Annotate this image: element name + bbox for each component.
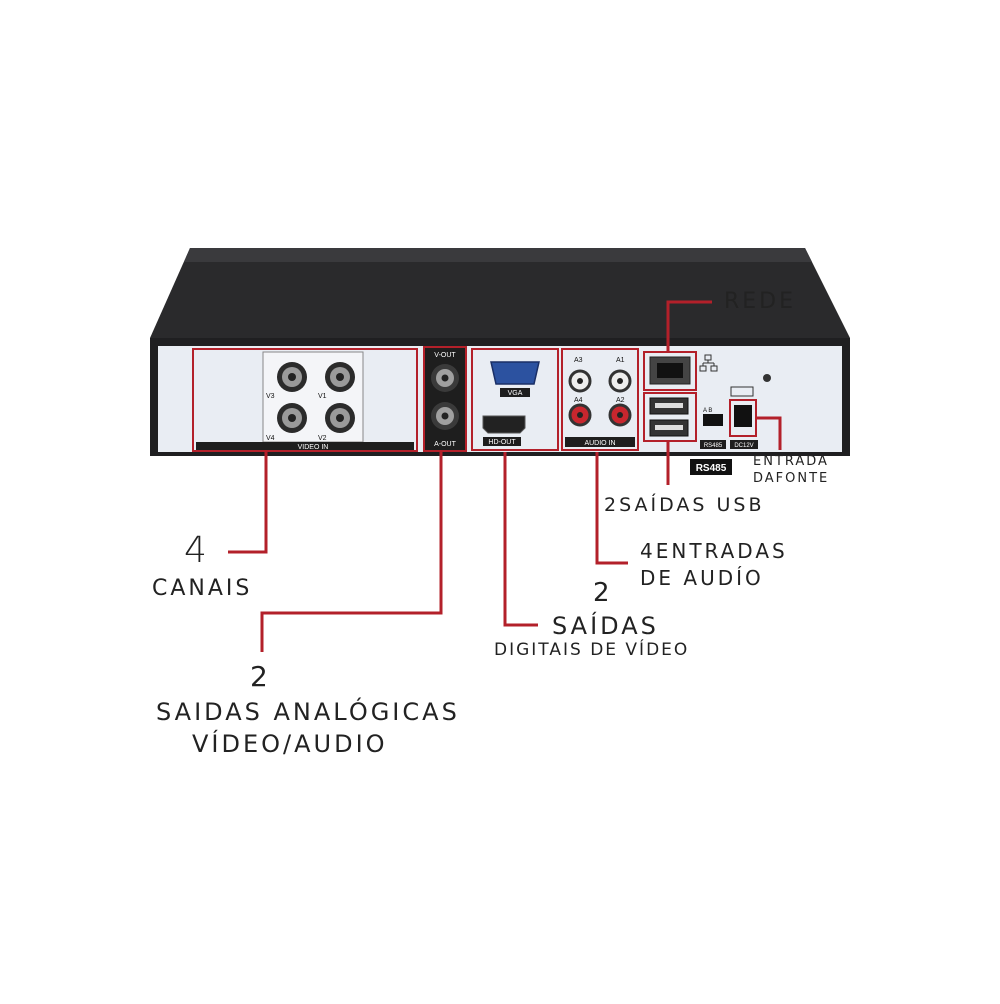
hd-out-label: HD-OUT — [488, 439, 516, 446]
usb-port-tongue-1 — [655, 403, 683, 408]
label-v4: V4 — [266, 435, 275, 442]
bnc-connector-v4 — [277, 403, 307, 433]
callout-line-power — [756, 416, 782, 450]
bnc-connector-v-out — [431, 364, 459, 392]
bnc-connector-v3 — [277, 362, 307, 392]
bnc-connector-a-out — [431, 402, 459, 430]
audio-label-line1: 4ENTRADAS — [640, 539, 788, 563]
audio-in-frame — [561, 348, 639, 451]
callout-line-canais — [228, 452, 268, 554]
dc12v-label-bg — [730, 440, 758, 449]
rs485-small-label-bg — [700, 440, 726, 449]
ground-screw-icon — [763, 374, 771, 382]
callout-lines — [228, 300, 782, 652]
a-out-label: A-OUT — [434, 441, 457, 448]
dvr-case-top-highlight — [184, 248, 812, 262]
rs485-tag-bg — [690, 459, 732, 475]
rs485-terminal-icon — [703, 414, 723, 426]
video-in-caption-bar — [196, 442, 414, 450]
entrada-fonte-line1: ENTRADA — [753, 454, 829, 469]
lan-port-socket — [657, 363, 683, 378]
bnc-connector-v2 — [325, 403, 355, 433]
rca-connector-a2 — [608, 403, 632, 427]
vga-port-icon — [490, 361, 540, 385]
v-out-label: V-OUT — [434, 352, 456, 359]
video-in-frame — [192, 348, 418, 452]
analog-number: 2 — [250, 660, 271, 693]
vga-label-bg — [500, 388, 530, 397]
usb-port-tongue-2 — [655, 425, 683, 430]
audio-in-caption-bar — [565, 437, 635, 447]
digital-label-line1: SAÍDAS — [552, 612, 659, 640]
rs485-small-label: RS485 — [704, 443, 723, 449]
audio-in-label: AUDIO IN — [584, 440, 615, 447]
power-polarity-icon — [730, 386, 754, 397]
video-in-label: VIDEO IN — [298, 444, 329, 451]
audio-label-line2: DE AUDÍO — [640, 566, 764, 590]
rca-connector-a1 — [608, 369, 632, 393]
analog-label-line2: VÍDEO/AUDIO — [192, 730, 388, 758]
label-v3: V3 — [266, 393, 275, 400]
callout-line-analog — [260, 452, 443, 652]
bnc-connector-v1 — [325, 362, 355, 392]
rca-connector-a3 — [568, 369, 592, 393]
entrada-fonte-line2: DAFONTE — [753, 471, 830, 486]
digital-number: 2 — [593, 578, 613, 608]
label-a1: A1 — [616, 357, 625, 364]
vga-label: VGA — [508, 390, 523, 397]
callout-line-audio — [595, 452, 628, 565]
ab-label: A B — [703, 408, 712, 414]
hd-out-label-bg — [483, 437, 521, 446]
label-v1: V1 — [318, 393, 327, 400]
callout-line-rede — [666, 300, 712, 352]
lan-port-frame — [643, 351, 697, 391]
callout-line-digital — [503, 452, 538, 627]
dc12v-label: DC12V — [734, 443, 753, 449]
label-a3: A3 — [574, 357, 583, 364]
display-out-frame — [471, 348, 559, 451]
usb-ports-frame — [643, 392, 697, 442]
usb-label: 2SAÍDAS USB — [604, 494, 765, 516]
rede-label: REDE — [724, 289, 797, 314]
hdmi-port-icon — [482, 415, 526, 434]
label-a4: A4 — [574, 397, 583, 404]
dvr-case-top — [150, 248, 850, 338]
label-a2: A2 — [616, 397, 625, 404]
av-out-frame — [423, 346, 467, 452]
canais-number: 4 — [184, 530, 208, 571]
network-icon — [699, 354, 718, 372]
digital-label-line2: DIGITAIS DE VÍDEO — [494, 640, 690, 660]
power-jack-icon — [734, 405, 752, 427]
canais-label: CANAIS — [152, 576, 253, 601]
rca-connector-a4 — [568, 403, 592, 427]
label-v2: V2 — [318, 435, 327, 442]
analog-label-line1: SAIDAS ANALÓGICAS — [156, 698, 460, 726]
rs485-tag-label: RS485 — [696, 463, 727, 474]
